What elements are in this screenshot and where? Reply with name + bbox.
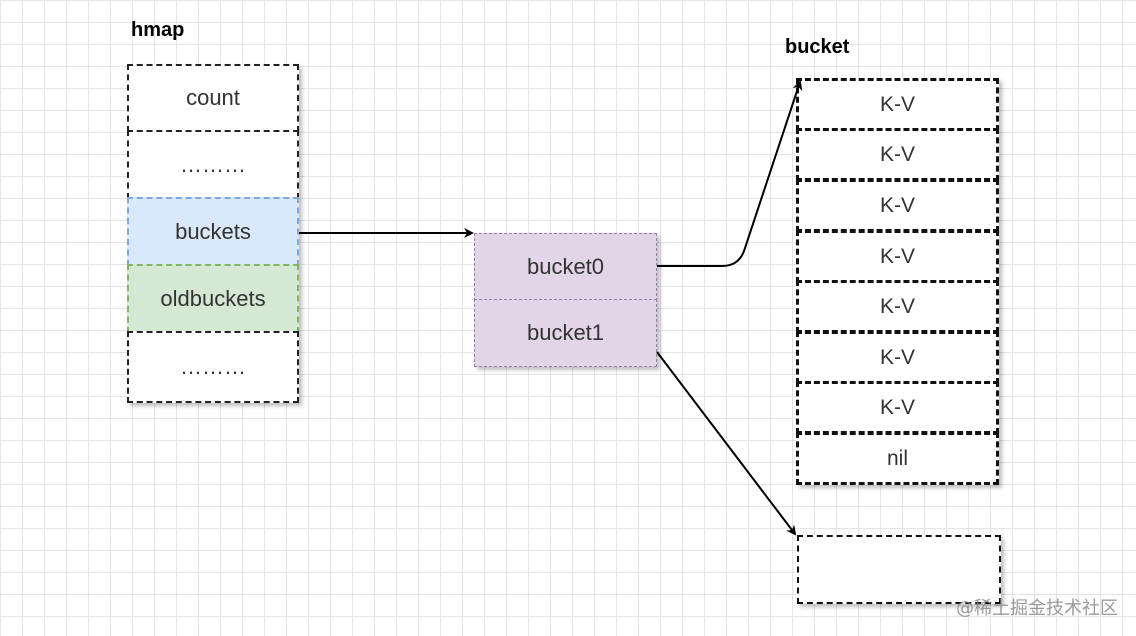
hmap-field-buckets: buckets — [127, 197, 299, 266]
hmap-struct: count ……… buckets oldbuckets ……… — [127, 64, 299, 403]
bucket-slot-nil: nil — [796, 432, 999, 485]
bucket-struct: K-V K-V K-V K-V K-V K-V K-V nil — [796, 78, 999, 485]
hmap-field-ellipsis-1: ……… — [127, 130, 299, 199]
hmap-field-ellipsis-2: ……… — [127, 331, 299, 403]
bucket-array: bucket0 bucket1 — [474, 233, 657, 367]
bucket-array-item-0: bucket0 — [474, 233, 657, 301]
arrow-bucket1-to-overflow — [656, 351, 797, 536]
hmap-field-count: count — [127, 64, 299, 132]
bucket-slot-1: K-V — [796, 128, 999, 181]
bucket-slot-5: K-V — [796, 331, 999, 384]
bucket-slot-0: K-V — [796, 78, 999, 131]
bucket-slot-3: K-V — [796, 230, 999, 283]
hmap-field-oldbuckets: oldbuckets — [127, 264, 299, 333]
watermark: @稀土掘金技术社区 — [956, 598, 1118, 619]
bucket-slot-2: K-V — [796, 179, 999, 232]
bucket-slot-4: K-V — [796, 280, 999, 333]
arrow-bucket0-to-bucket — [657, 80, 803, 267]
overflow-bucket — [797, 535, 1001, 604]
bucket-title: bucket — [785, 36, 850, 58]
bucket-slot-6: K-V — [796, 381, 999, 434]
bucket-array-item-1: bucket1 — [474, 299, 657, 367]
hmap-title: hmap — [131, 19, 185, 41]
